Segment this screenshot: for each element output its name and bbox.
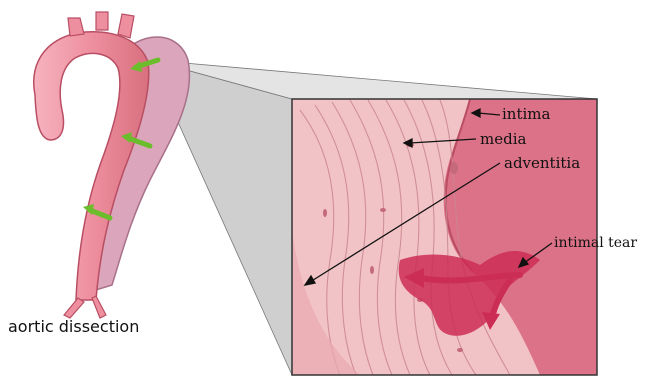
branch-vessel [118,14,134,38]
iliac-branch [64,298,84,318]
media-label: media [480,130,527,148]
intimal-tear-label: intimal tear [554,235,637,251]
branch-vessel [68,18,84,36]
branch-vessel [96,12,108,30]
aortic-dissection-caption: aortic dissection [8,317,139,336]
iliac-branch [92,296,106,318]
adventitia-label: adventitia [504,154,580,172]
intima-label: intima [502,105,551,123]
